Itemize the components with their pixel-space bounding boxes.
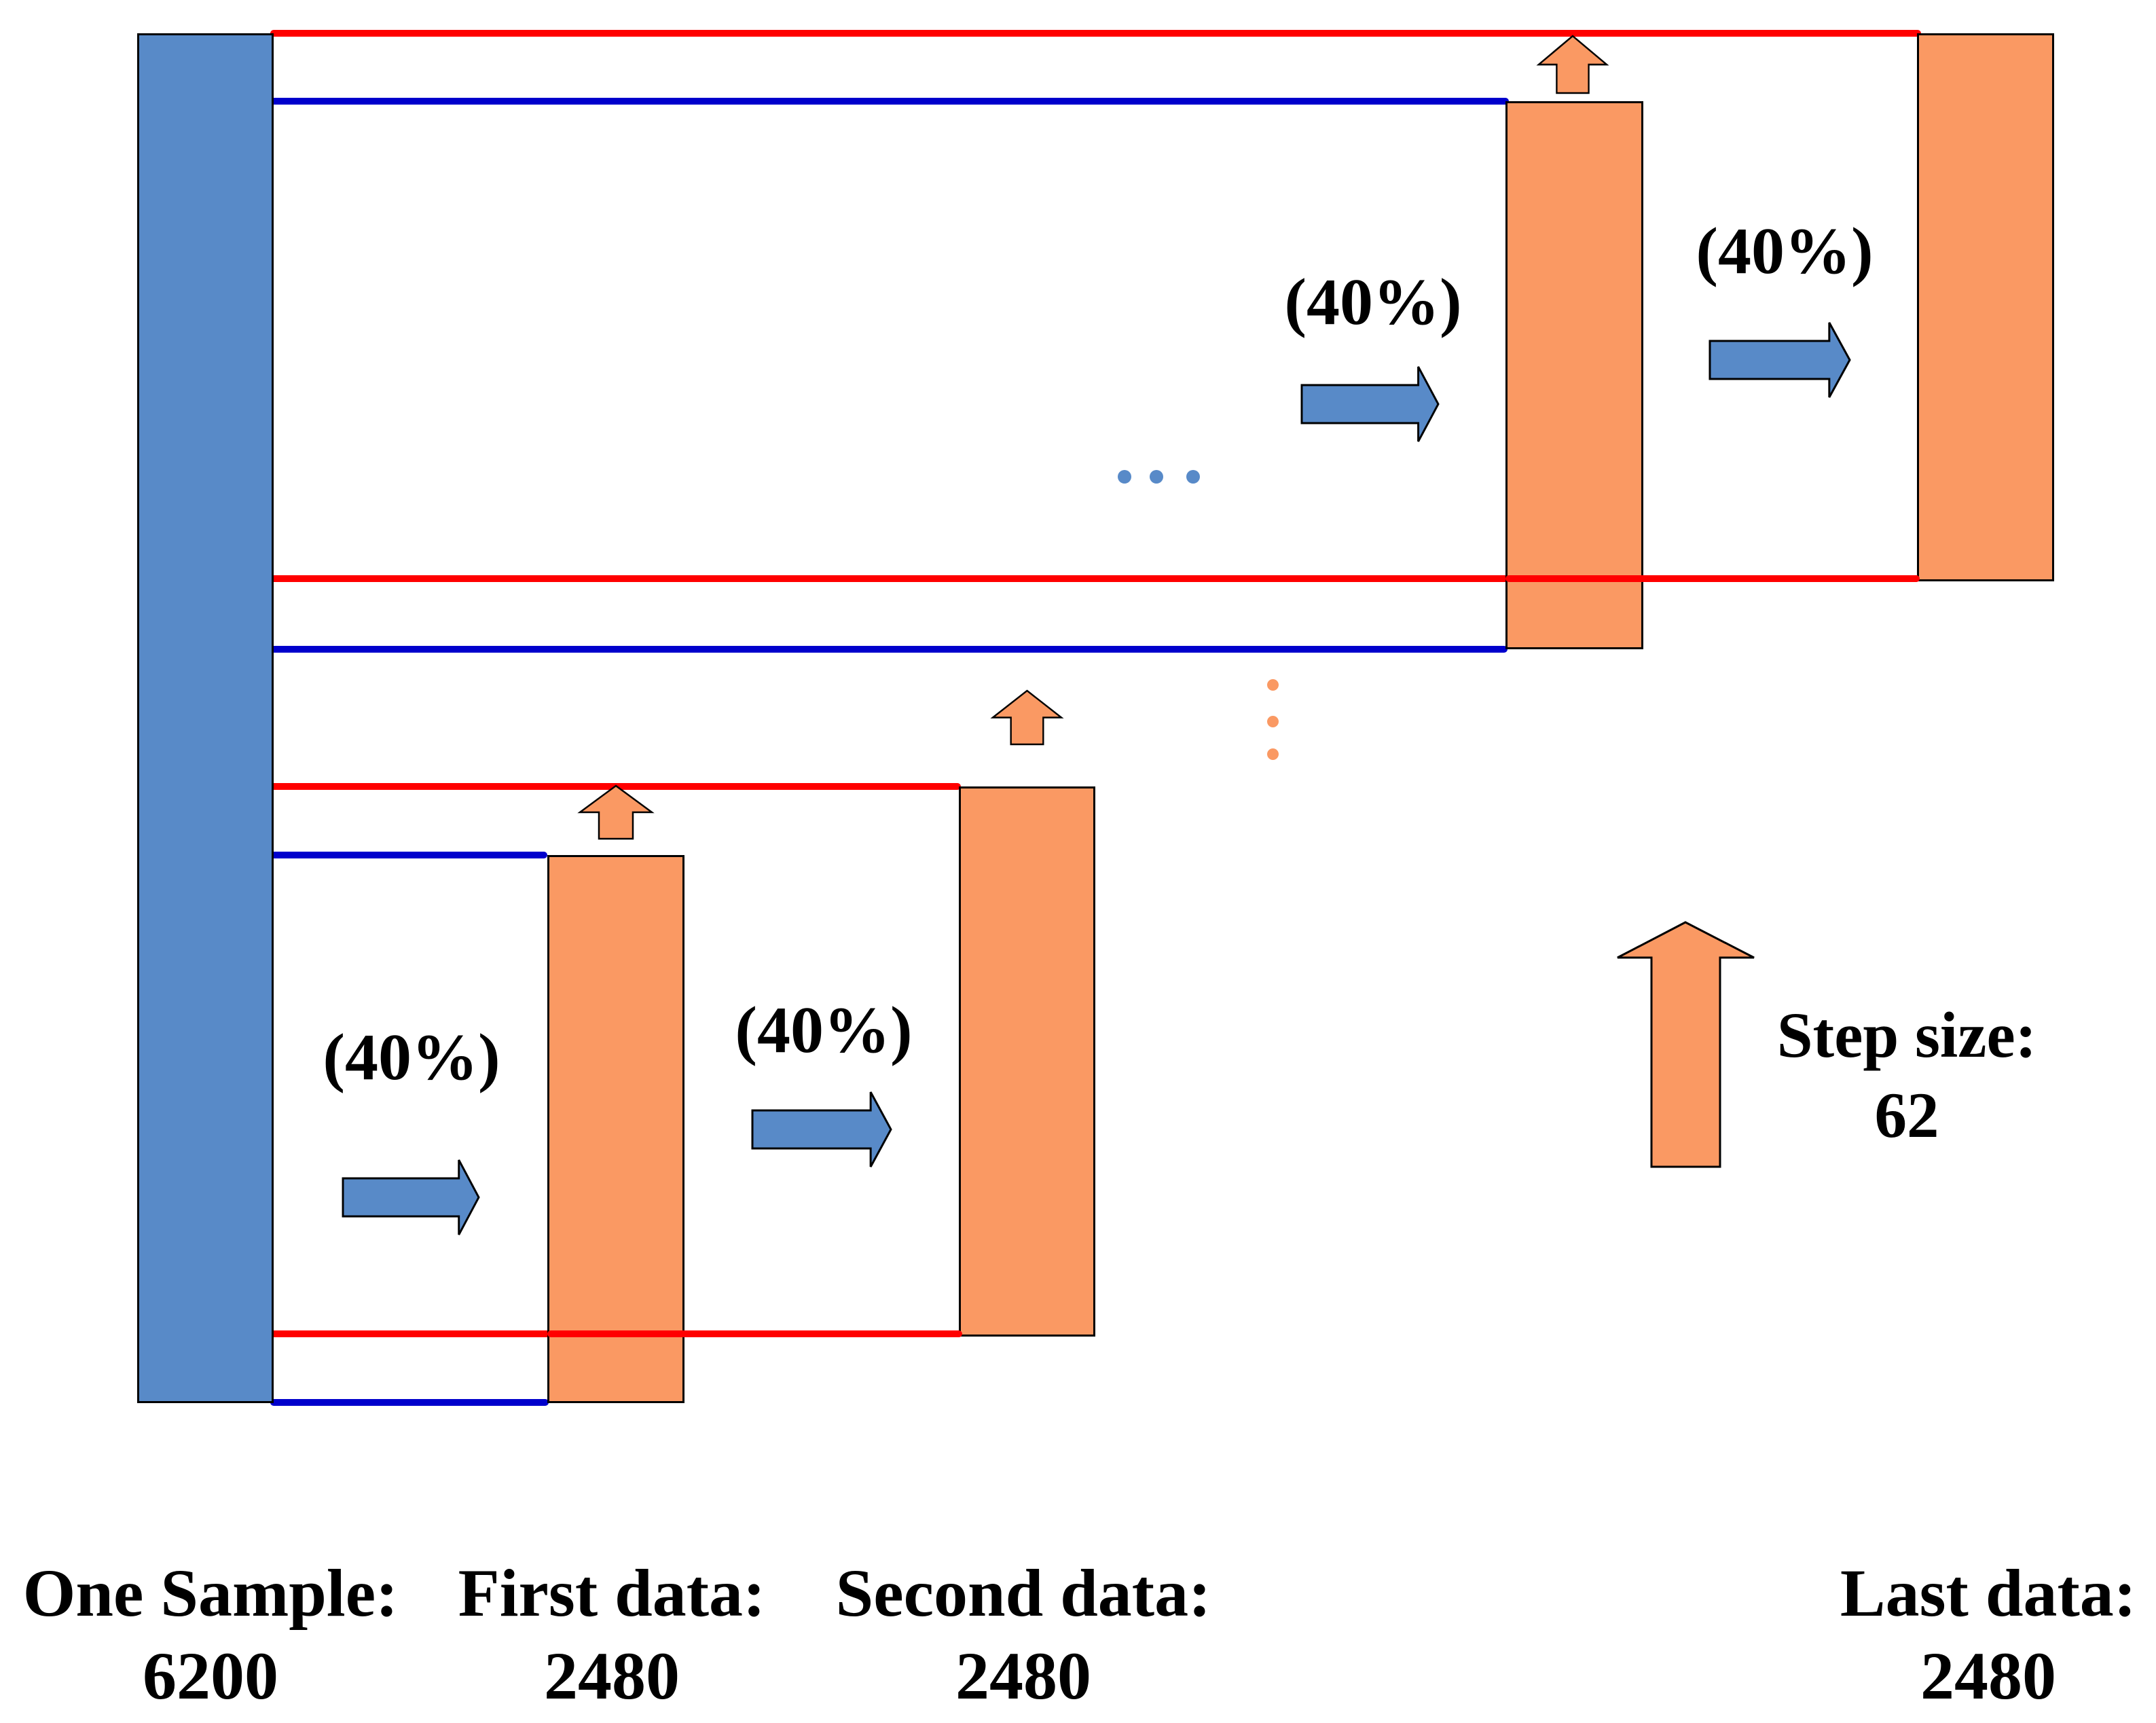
caption-first-data-title: First data: (458, 1555, 766, 1631)
caption-first-data: First data: 2480 (458, 1552, 766, 1718)
percent-label-second: (40%) (735, 994, 913, 1067)
caption-one-sample-value: 6200 (142, 1638, 278, 1713)
step-up-arrow-second-icon (990, 689, 1064, 746)
caption-first-data-value: 2480 (544, 1638, 680, 1713)
second-data-rect (959, 786, 1095, 1337)
window-n1-top-line (270, 98, 1509, 105)
step-size-caption: Step size: 62 (1777, 995, 2037, 1155)
step-up-arrow-n1-icon (1536, 35, 1609, 94)
extract-arrow-first-icon (342, 1159, 480, 1235)
last-data-rect (1917, 33, 2054, 581)
window-last-bottom-line (270, 575, 1920, 582)
step-size-title: Step size: (1776, 999, 2037, 1071)
orange-dot-icon (1267, 679, 1279, 691)
blue-dot-icon (1186, 470, 1200, 484)
extract-arrow-n1-icon (1300, 366, 1440, 442)
step-up-arrow-first-icon (577, 784, 655, 840)
blue-dot-icon (1118, 470, 1131, 484)
percent-label-n1: (40%) (1284, 266, 1462, 339)
window-n1-bottom-line (270, 646, 1508, 653)
caption-last-data: Last data: 2480 (1840, 1552, 2136, 1718)
window-last-top-line (270, 30, 1921, 37)
caption-second-data: Second data: 2480 (836, 1552, 1211, 1718)
step-size-arrow-icon (1617, 921, 1755, 1168)
caption-second-data-value: 2480 (955, 1638, 1091, 1713)
sample-bar (137, 33, 274, 1403)
window-first-bottom-line (270, 1399, 549, 1406)
window-last-bottom-line-overlay (1505, 575, 1920, 582)
extract-arrow-last-icon (1709, 322, 1851, 398)
caption-last-data-title: Last data: (1840, 1555, 2137, 1631)
percent-label-first: (40%) (323, 1021, 500, 1094)
orange-dot-icon (1267, 748, 1279, 760)
caption-one-sample-title: One Sample: (22, 1555, 399, 1631)
caption-one-sample: One Sample: 6200 (23, 1552, 399, 1718)
blue-dot-icon (1150, 470, 1163, 484)
window-second-bottom-line-overlay (547, 1330, 962, 1337)
n1-data-rect (1505, 101, 1643, 649)
window-first-top-line (270, 852, 547, 858)
step-size-value: 62 (1874, 1079, 1939, 1151)
first-data-rect (547, 855, 684, 1403)
caption-second-data-title: Second data: (835, 1555, 1211, 1631)
orange-dot-icon (1267, 716, 1279, 727)
percent-label-last: (40%) (1696, 215, 1874, 288)
caption-last-data-value: 2480 (1920, 1638, 2056, 1713)
extract-arrow-second-icon (751, 1091, 892, 1167)
